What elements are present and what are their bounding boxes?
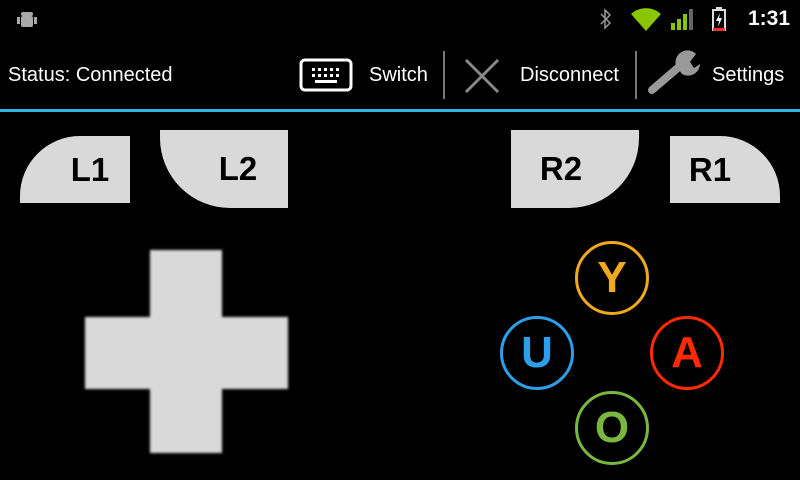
u-label: U	[521, 328, 553, 377]
settings-button[interactable]: Settings	[646, 50, 791, 100]
dpad[interactable]	[85, 250, 288, 453]
r2-button[interactable]: R2	[511, 130, 639, 208]
clock: 1:31	[747, 7, 790, 30]
l2-button[interactable]: L2	[160, 130, 288, 208]
action-bar-divider	[0, 109, 800, 112]
status-bar: 1:31	[0, 0, 800, 38]
switch-button[interactable]: Switch	[298, 56, 434, 96]
bluetooth-icon	[600, 8, 612, 30]
l2-label: L2	[218, 150, 258, 187]
disconnect-button[interactable]: Disconnect	[458, 56, 628, 96]
r2-label: R2	[539, 150, 583, 187]
y-label: Y	[597, 253, 627, 302]
r1-label: R1	[688, 150, 732, 188]
android-debug-icon	[17, 12, 37, 27]
o-button[interactable]: O	[575, 391, 649, 465]
l1-button[interactable]: L1	[20, 136, 130, 203]
o-label: O	[594, 403, 630, 452]
keyboard-icon	[299, 58, 353, 92]
divider	[635, 51, 637, 99]
divider	[443, 51, 445, 99]
connection-status: Status: Connected	[8, 64, 173, 86]
close-icon	[464, 58, 500, 94]
switch-label: Switch	[369, 64, 428, 86]
y-button[interactable]: Y	[575, 241, 649, 315]
a-button[interactable]: A	[650, 316, 724, 390]
settings-label: Settings	[712, 64, 785, 86]
disconnect-label: Disconnect	[520, 64, 619, 86]
signal-icon	[671, 9, 693, 30]
wifi-icon	[631, 8, 661, 32]
wrench-icon	[648, 50, 700, 94]
r1-button[interactable]: R1	[670, 136, 780, 203]
a-label: A	[671, 328, 703, 377]
l1-label: L1	[70, 150, 110, 188]
battery-charging-icon	[712, 7, 726, 31]
u-button[interactable]: U	[500, 316, 574, 390]
action-bar: Status: Connected Switch Disconnect Sett…	[0, 38, 800, 110]
dpad-horizontal[interactable]	[85, 317, 288, 389]
